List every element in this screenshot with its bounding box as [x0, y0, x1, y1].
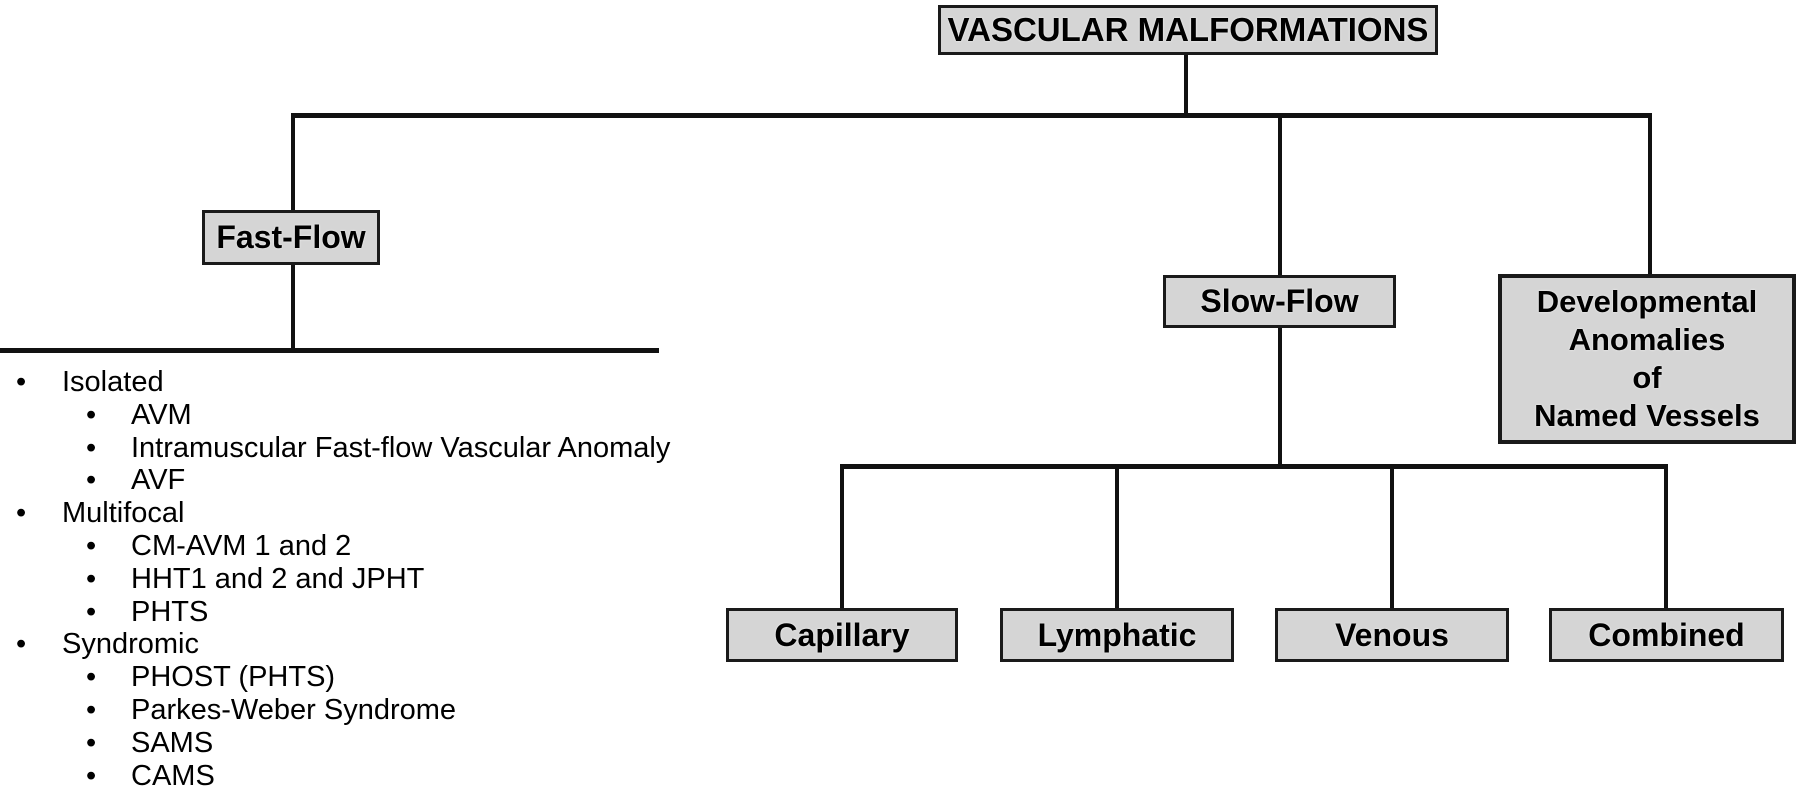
node-combined: Combined — [1549, 608, 1784, 662]
node-capillary-label: Capillary — [774, 616, 910, 653]
list-item: • HHT1 and 2 and JPHT — [0, 563, 700, 596]
connector-lymphatic-drop — [1115, 464, 1119, 611]
connector-combined-drop — [1664, 464, 1668, 611]
connector-slow-flow-bottom — [1278, 325, 1282, 468]
connector-slow-flow-branch — [840, 464, 1668, 469]
node-slow-flow-label: Slow-Flow — [1200, 283, 1359, 319]
connector-venous-drop — [1390, 464, 1394, 611]
bullet-icon: • — [86, 431, 97, 464]
bullet-icon: • — [86, 661, 97, 694]
bullet-icon: • — [16, 497, 27, 530]
bullet-icon: • — [86, 726, 97, 759]
bullet-icon: • — [16, 628, 27, 661]
list-item: • SAMS — [0, 727, 700, 760]
connector-capillary-drop — [840, 464, 844, 611]
list-item-label: CAMS — [131, 759, 215, 790]
list-item-label: Multifocal — [62, 497, 185, 530]
node-fast-flow: Fast-Flow — [202, 210, 380, 265]
list-item-label: Intramuscular Fast-flow Vascular Anomaly — [131, 431, 671, 464]
connector-slow-flow-top — [1278, 113, 1282, 278]
list-item: • Syndromic — [0, 628, 700, 661]
connector-fast-flow-bottom — [291, 262, 295, 352]
list-item: • PHTS — [0, 596, 700, 629]
node-lymphatic-label: Lymphatic — [1037, 616, 1197, 653]
bullet-icon: • — [86, 562, 97, 595]
connector-fast-flow-underline — [0, 348, 659, 353]
connector-fast-flow-top — [291, 113, 295, 212]
list-item-label: PHTS — [131, 595, 209, 628]
list-item-label: Parkes-Weber Syndrome — [131, 693, 457, 726]
node-capillary: Capillary — [726, 608, 958, 662]
node-fast-flow-label: Fast-Flow — [216, 219, 366, 255]
node-vascular-malformations-label: VASCULAR MALFORMATIONS — [947, 11, 1429, 48]
list-item-label: AVF — [131, 464, 186, 497]
list-item: • AVF — [0, 464, 700, 497]
node-vascular-malformations: VASCULAR MALFORMATIONS — [938, 5, 1438, 55]
bullet-icon: • — [86, 759, 97, 790]
list-item: • PHOST (PHTS) — [0, 661, 700, 694]
bullet-icon: • — [86, 398, 97, 431]
bullet-icon: • — [86, 595, 97, 628]
list-item-label: Isolated — [62, 366, 164, 398]
connector-developmental-drop — [1648, 113, 1652, 277]
connector-main-horizontal — [291, 113, 1652, 118]
list-item: • AVM — [0, 399, 700, 432]
node-lymphatic: Lymphatic — [1000, 608, 1234, 662]
bullet-icon: • — [86, 529, 97, 562]
node-venous: Venous — [1275, 608, 1509, 662]
node-developmental-anomalies-label: Developmental Anomalies of Named Vessels — [1534, 284, 1760, 433]
bullet-icon: • — [86, 693, 97, 726]
list-item: • Multifocal — [0, 497, 700, 530]
node-venous-label: Venous — [1335, 616, 1449, 653]
list-item-label: AVM — [131, 398, 192, 431]
list-item-label: HHT1 and 2 and JPHT — [131, 562, 425, 595]
node-combined-label: Combined — [1588, 616, 1745, 653]
list-item: • Intramuscular Fast-flow Vascular Anoma… — [0, 432, 700, 465]
node-slow-flow: Slow-Flow — [1163, 275, 1396, 328]
list-item-label: Syndromic — [62, 628, 199, 661]
connector-title-down — [1184, 53, 1188, 118]
list-item-label: SAMS — [131, 726, 214, 759]
list-item-label: CM-AVM 1 and 2 — [131, 529, 352, 562]
bullet-icon: • — [16, 366, 27, 398]
list-item: • Parkes-Weber Syndrome — [0, 694, 700, 727]
list-item: • CM-AVM 1 and 2 — [0, 530, 700, 563]
node-developmental-anomalies: Developmental Anomalies of Named Vessels — [1498, 274, 1796, 444]
bullet-icon: • — [86, 464, 97, 497]
list-item: • CAMS — [0, 760, 700, 790]
list-item-label: PHOST (PHTS) — [131, 661, 336, 694]
fast-flow-list: • Isolated • AVM • Intramuscular Fast-fl… — [0, 366, 700, 790]
list-item: • Isolated — [0, 366, 700, 399]
